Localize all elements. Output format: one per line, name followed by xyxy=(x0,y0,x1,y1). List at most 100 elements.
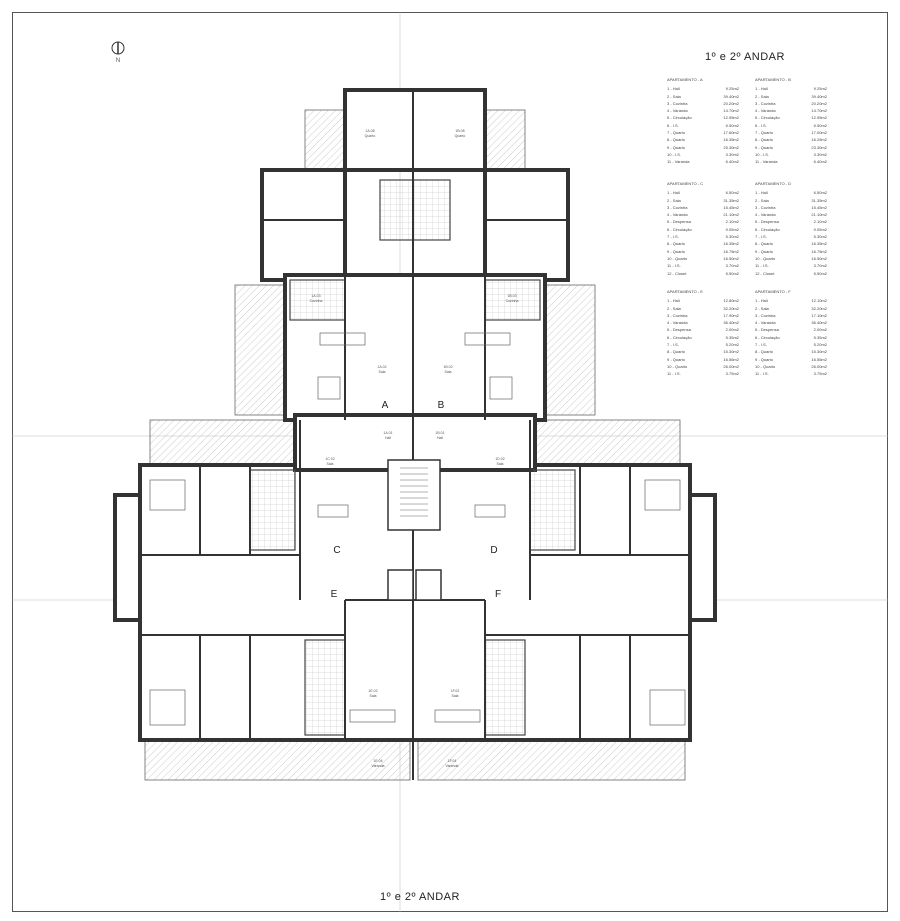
apartment-letter: E xyxy=(331,589,338,600)
area-row: 7 - I.S.5.20m2 xyxy=(755,341,827,348)
area-row: 6 - I.S.5.50m2 xyxy=(667,122,739,129)
room-name: Cozinha xyxy=(310,299,323,303)
room-name: 7 - Quarto xyxy=(667,130,686,136)
room-name: 4 - Varanda xyxy=(667,320,688,326)
room-name: Sala xyxy=(444,370,451,374)
room-name: 1 - Hall xyxy=(755,190,768,196)
room-name: 12 - Closet xyxy=(667,270,687,276)
room-area: 5.35m2 xyxy=(813,334,827,340)
room-code: 1A.02 xyxy=(377,365,386,369)
room-area: 39.40m2 xyxy=(723,93,739,99)
room-area: 2.00m2 xyxy=(725,327,739,333)
room-area: 16.35m2 xyxy=(723,241,739,247)
area-row: 6 - Circulação 9.05m2 xyxy=(667,226,739,233)
room-name: 8 - Quarto xyxy=(755,137,774,143)
room-name: 3 - Cozinha xyxy=(755,204,776,210)
area-row: 11 - I.S.3.75m2 xyxy=(667,370,739,377)
room-name: Sala xyxy=(378,370,385,374)
room-name: 5 - Despensa xyxy=(755,219,779,225)
room-area: 36.40m2 xyxy=(811,320,827,326)
room-name: 4 - Varanda xyxy=(755,320,776,326)
apartment-letter: A xyxy=(382,400,389,411)
room-area: 3.70m2 xyxy=(725,263,739,269)
title-top: 1º e 2º ANDAR xyxy=(705,51,785,63)
room-area: 9.05m2 xyxy=(725,226,739,232)
area-row: 11 - I.S.3.70m2 xyxy=(755,262,827,269)
room-name: 3 - Cozinha xyxy=(755,312,776,318)
room-area: 39.40m2 xyxy=(811,93,827,99)
room-name: Varanda xyxy=(446,764,459,768)
room-name: 6 - Circulação xyxy=(667,226,692,232)
area-row: 9 - Quarto 25.30m2 xyxy=(667,144,739,151)
room-area: 9.25m2 xyxy=(813,86,827,92)
room-area: 5.30m2 xyxy=(813,234,827,240)
room-code: 1A.01 xyxy=(383,431,392,435)
room-area: 26.00m2 xyxy=(723,363,739,369)
area-row: 10 - I.S.3.30m2 xyxy=(667,151,739,158)
room-name: 10 - Quarto xyxy=(667,255,688,261)
room-name: 2 - Sala xyxy=(755,305,769,311)
room-name: 8 - Quarto xyxy=(667,349,686,355)
room-area: 12.10m2 xyxy=(811,298,827,304)
area-row: 10 - I.S. 3.30m2 xyxy=(755,151,827,158)
room-area: 16.50m2 xyxy=(811,255,827,261)
stair-core xyxy=(387,459,442,601)
room-name: Cozinha xyxy=(506,299,519,303)
room-name: 9 - Quarto xyxy=(667,144,686,150)
room-name: 4 - Varanda xyxy=(755,212,776,218)
room-name: Varanda xyxy=(372,764,385,768)
room-area: 21.10m2 xyxy=(811,212,827,218)
room-name: 3 - Cozinha xyxy=(667,312,688,318)
apartment-letter: D xyxy=(490,545,497,556)
room-area: 5.50m2 xyxy=(725,122,739,128)
area-table-title: APARTAMENTO - A xyxy=(667,77,703,82)
room-name: 10 - I.S. xyxy=(667,151,682,157)
room-area: 2.10m2 xyxy=(813,219,827,225)
room-name: 10 - Quarto xyxy=(755,363,776,369)
room-name: 5 - Circulação xyxy=(667,115,692,121)
room-area: 26.00m2 xyxy=(811,363,827,369)
room-area: 6.50m2 xyxy=(813,190,827,196)
room-name: 10 - I.S. xyxy=(755,151,770,157)
room-area: 31.35m2 xyxy=(811,197,827,203)
room-code: 1B.02 xyxy=(443,365,452,369)
room-name: 9 - Quarto xyxy=(667,356,686,362)
room-area: 32.20m2 xyxy=(811,305,827,311)
room-area: 21.10m2 xyxy=(723,212,739,218)
area-row: 11 - I.S.3.75m2 xyxy=(755,370,827,377)
drawing-frame xyxy=(12,12,888,912)
room-name: Hall xyxy=(437,436,443,440)
room-area: 25.30m2 xyxy=(723,144,739,150)
room-area: 6.40m2 xyxy=(813,159,827,165)
room-area: 9.05m2 xyxy=(813,226,827,232)
room-area: 12.80m2 xyxy=(723,298,739,304)
room-name: 2 - Sala xyxy=(667,305,681,311)
room-area: 3.30m2 xyxy=(813,151,827,157)
area-table-title: APARTAMENTO - D xyxy=(755,181,792,186)
